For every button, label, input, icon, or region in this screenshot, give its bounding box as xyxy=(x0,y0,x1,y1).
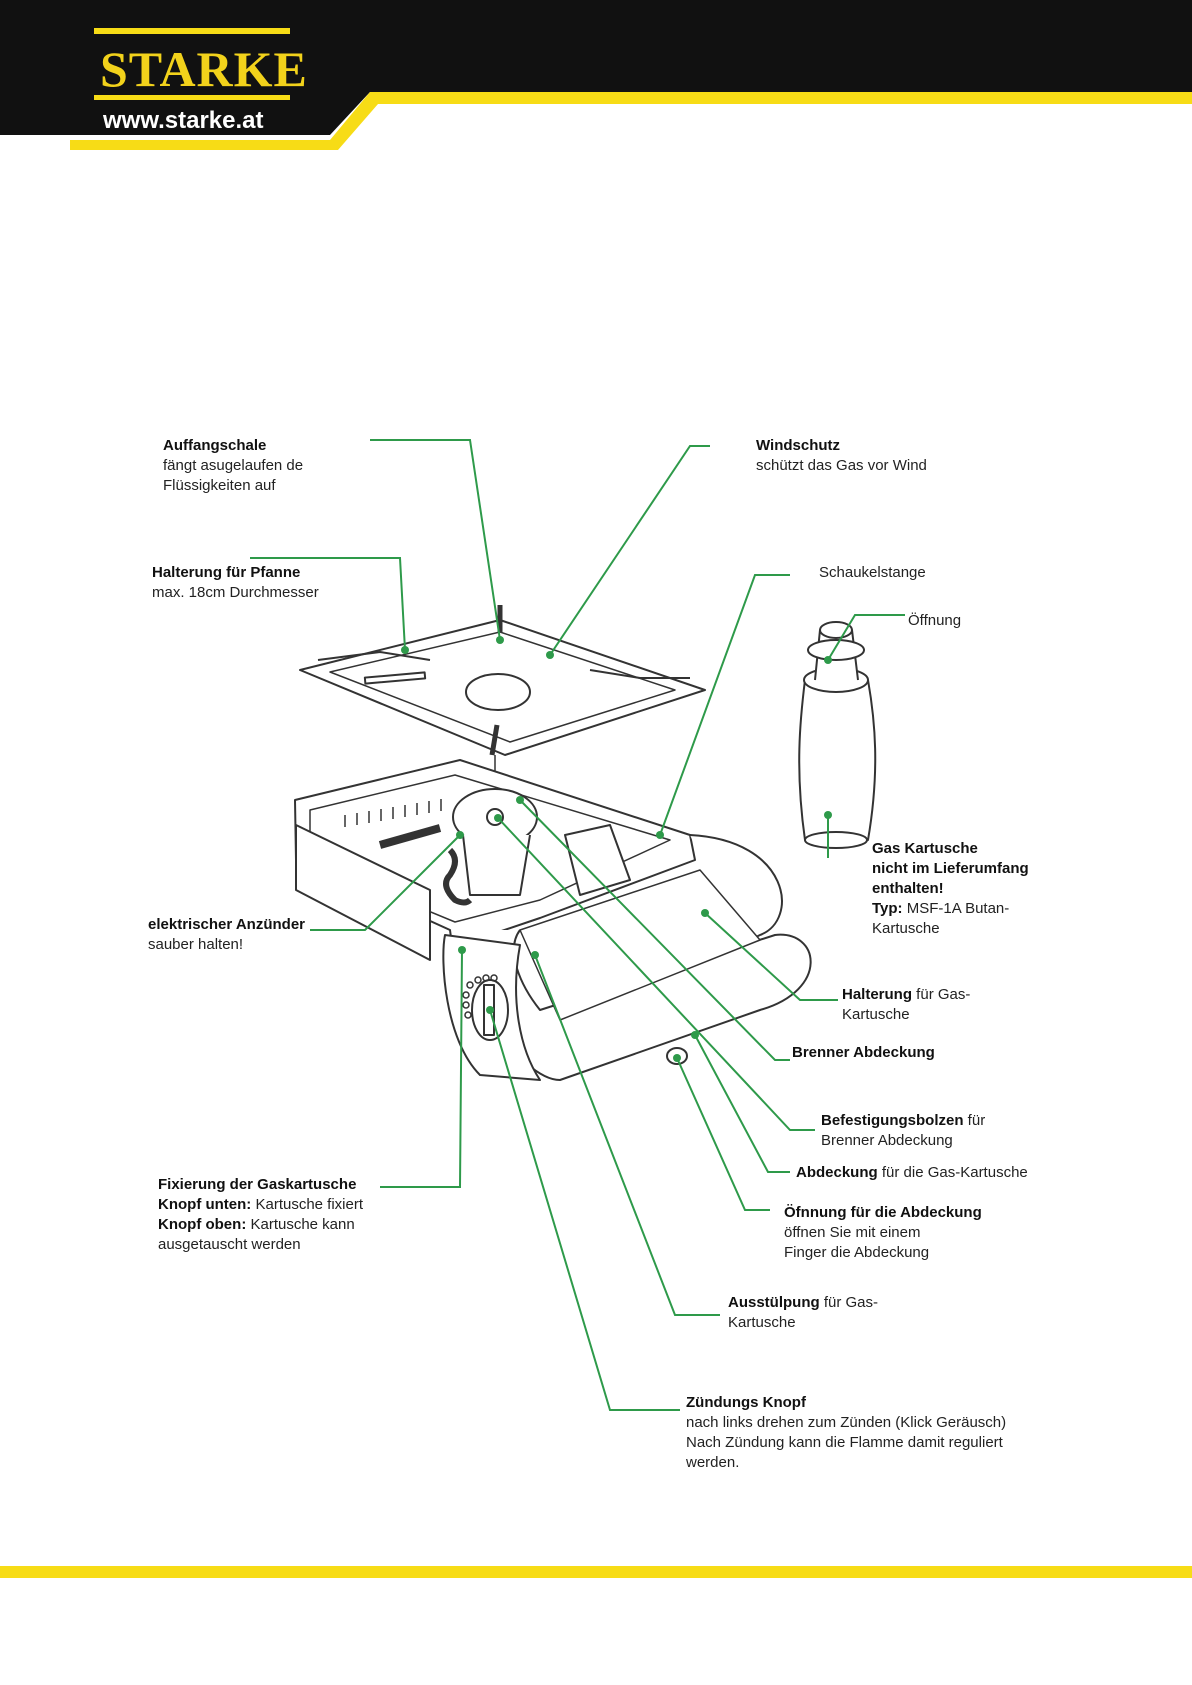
label-halterung-gas: Halterung für Gas- Kartusche xyxy=(842,986,971,1023)
label-gas-kartusche: Gas Kartusche nicht im Lieferumfang enth… xyxy=(872,840,1029,937)
leader-halterung-gas xyxy=(704,912,838,1001)
label-halterung-pfanne: Halterung für Pfanne max. 18cm Durchmess… xyxy=(152,564,319,601)
label-zuendungs-knopf: Zündungs Knopf nach links drehen zum Zün… xyxy=(686,1394,1007,1471)
label-abdeckung-gas: Abdeckung für die Gas-Kartusche xyxy=(796,1164,1028,1181)
leader-brenner-abdeckung xyxy=(519,799,790,1061)
label-schaukelstange: Schaukelstange xyxy=(819,564,926,581)
header-banner xyxy=(0,0,1192,150)
leader-abdeckung-gas xyxy=(694,1034,790,1173)
leader-dots xyxy=(401,636,832,1062)
leader-zuendungs-knopf xyxy=(489,1009,680,1411)
leader-schaukelstange xyxy=(659,574,790,836)
leader-lines xyxy=(250,439,905,1411)
leader-windschutz xyxy=(549,445,710,656)
leader-oeffnung-abdeckung xyxy=(676,1057,770,1211)
leader-halterung-pfanne xyxy=(250,557,406,651)
label-oeffnung: Öffnung xyxy=(908,612,962,629)
leader-auffangschale xyxy=(370,439,501,641)
footer-bar xyxy=(0,1566,1192,1578)
label-befestigungsbolzen: Befestigungsbolzen für Brenner Abdeckung xyxy=(821,1112,986,1149)
leader-anzuender xyxy=(310,834,461,931)
brand-logo: STARKE xyxy=(100,41,308,97)
label-ausstuelpung: Ausstülpung für Gas- Kartusche xyxy=(728,1294,879,1331)
label-windschutz: Windschutz schützt das Gas vor Wind xyxy=(756,437,927,474)
label-fixierung: Fixierung der Gaskartusche Knopf unten: … xyxy=(158,1176,364,1253)
leader-fixierung xyxy=(380,949,463,1188)
leader-ausstuelpung xyxy=(534,954,720,1316)
label-oeffnung-abdeckung: Öfnnung für die Abdeckung öffnen Sie mit… xyxy=(784,1204,982,1261)
label-auffangschale: Auffangschale fängt asugelaufen de Flüss… xyxy=(163,437,304,494)
gas-cartridge xyxy=(798,679,877,841)
burner-opening xyxy=(465,673,531,711)
label-brenner-abdeckung: Brenner Abdeckung xyxy=(792,1044,935,1061)
leader-befestigungsbolzen xyxy=(497,817,815,1131)
leader-oeffnung xyxy=(827,614,905,661)
label-anzuender: elektrischer Anzünder sauber halten! xyxy=(148,916,305,953)
brand-url: www.starke.at xyxy=(103,107,264,134)
